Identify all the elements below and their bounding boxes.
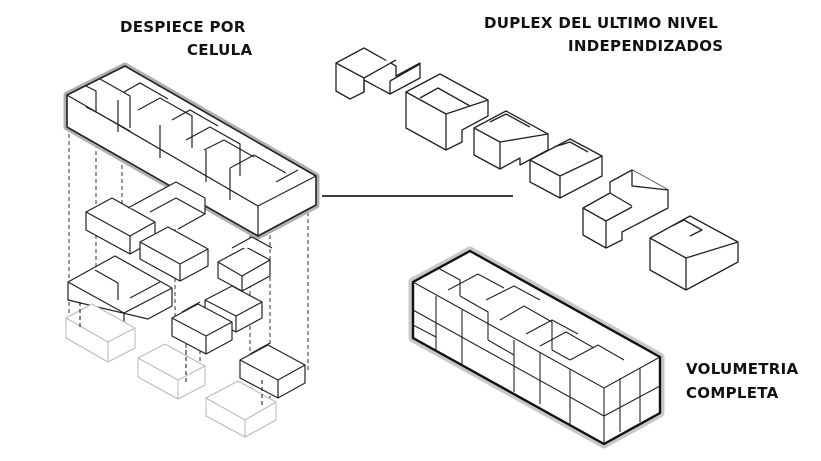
bottom-dark-edges [79, 302, 263, 405]
despiece-label-line2: CELULA [187, 41, 253, 59]
duplex-piece-2 [405, 73, 489, 151]
duplex-label-line2: INDEPENDIZADOS [568, 37, 724, 55]
bottom-cell-pieces [65, 303, 277, 438]
duplex-piece-4 [529, 138, 603, 199]
duplex-piece-3 [473, 110, 549, 170]
duplex-pieces-group [335, 47, 739, 291]
duplex-piece-1 [335, 47, 421, 100]
volumetria-label-line2: COMPLETA [686, 384, 779, 402]
duplex-piece-5 [582, 169, 669, 249]
volumetria-label-line1: VOLUMETRIA [686, 360, 799, 378]
duplex-label-line1: DUPLEX DEL ULTIMO NIVEL [484, 14, 719, 32]
complete-volume-group [408, 246, 665, 449]
mid-cell-pieces [85, 181, 273, 333]
duplex-piece-6 [649, 215, 739, 291]
top-cell-block [63, 62, 320, 240]
exploded-cells-group [63, 62, 320, 438]
despiece-label-line1: DESPIECE POR [120, 18, 246, 36]
lower-cell-pieces [67, 255, 306, 399]
